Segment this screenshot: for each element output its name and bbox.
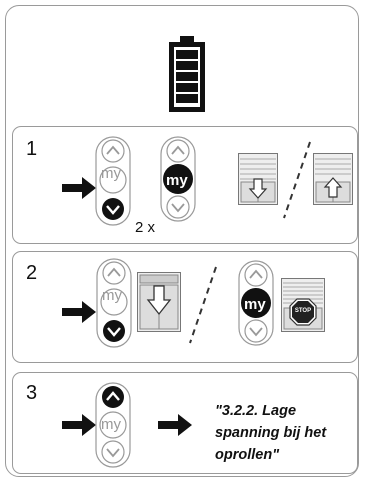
manual-section-reference: "3.2.2. Lage spanning bij het oprollen" <box>215 400 326 466</box>
remote-my-label: my <box>101 165 121 182</box>
remote-my-label: my <box>101 416 121 433</box>
arrow-right-icon <box>62 177 96 199</box>
shutter-down-icon <box>137 272 181 332</box>
remote-control-icon <box>160 136 196 222</box>
battery-icon <box>169 36 205 112</box>
remote-my-label: my <box>166 172 188 189</box>
shutter-down-icon <box>238 153 278 205</box>
reference-line-1: "3.2.2. Lage <box>215 403 297 419</box>
remote-control-icon <box>95 136 131 226</box>
arrow-right-icon <box>158 414 192 436</box>
stop-sign-icon <box>289 298 317 326</box>
reference-line-2: spanning bij het <box>215 425 327 441</box>
separator-line <box>189 266 217 344</box>
remote-control-icon <box>95 382 131 468</box>
remote-control-icon <box>238 260 274 346</box>
remote-my-label: my <box>102 287 122 304</box>
stop-sign-label: STOP <box>294 308 312 314</box>
arrow-right-icon <box>62 414 96 436</box>
press-count: 2 x <box>135 219 156 236</box>
step-3-number: 3 <box>26 382 38 404</box>
remote-control-icon <box>96 258 132 348</box>
shutter-up-icon <box>313 153 353 205</box>
remote-my-label: my <box>244 296 266 313</box>
instruction-card <box>5 5 359 477</box>
step-1-number: 1 <box>26 138 38 160</box>
step-2-number: 2 <box>26 262 38 284</box>
separator-line <box>283 141 311 219</box>
arrow-right-icon <box>62 301 96 323</box>
reference-line-3: oprollen" <box>215 447 280 463</box>
